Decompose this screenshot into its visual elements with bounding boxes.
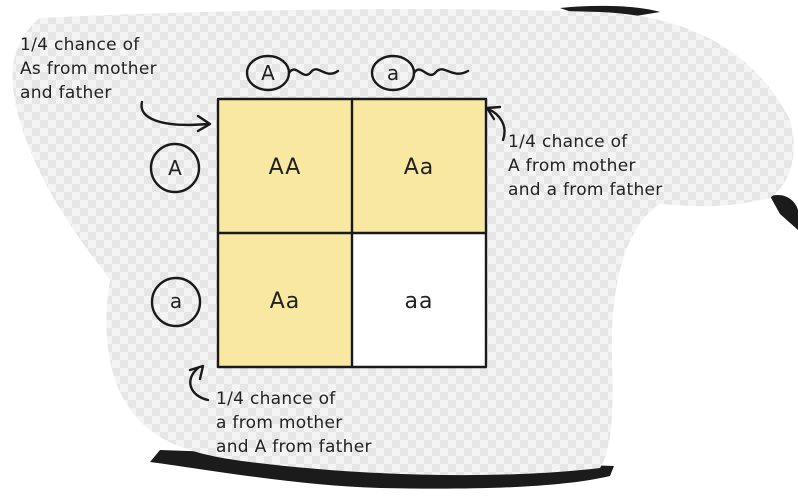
side-allele-label-a: a — [170, 289, 182, 313]
punnett-cell-Aa-bottom-left — [218, 233, 352, 367]
annotation-bottom-line-2: a from mother — [216, 413, 343, 433]
annotation-bottom-line-1: 1/4 chance of — [216, 389, 336, 409]
sperm-tail-icon — [412, 68, 470, 77]
arrow-head-icon — [196, 114, 212, 133]
annotation-top-left-line-2: As from mother — [20, 59, 157, 79]
arrow-icon — [189, 366, 210, 402]
annotation-right-line-3: and a from father — [508, 180, 663, 200]
arrow-head-icon — [188, 364, 205, 381]
punnett-cell-aa — [352, 233, 486, 367]
annotation-top-left-line-3: and father — [20, 83, 112, 103]
annotation-bottom-line-3: and A from father — [216, 437, 372, 457]
arrow-head-icon — [485, 105, 502, 121]
cell-label-AA: AA — [269, 155, 302, 180]
side-allele-circle-a — [150, 276, 202, 328]
side-allele-circle-A — [149, 142, 201, 194]
cell-label-Aa-top-right: Aa — [404, 155, 435, 180]
punnett-cell-Aa-top-right — [352, 99, 486, 233]
annotation-right-line-1: 1/4 chance of — [508, 132, 628, 152]
arrow-icon — [486, 107, 506, 142]
arrow-icon — [140, 100, 210, 126]
background-shadow-right — [770, 194, 798, 230]
cell-label-Aa-bottom-left: Aa — [270, 289, 301, 314]
top-allele-label-a: a — [387, 61, 399, 85]
top-allele-label-A: A — [261, 61, 275, 85]
punnett-cell-AA — [218, 99, 352, 233]
sperm-tail-icon — [287, 68, 340, 77]
cell-label-aa: aa — [405, 289, 434, 314]
annotation-top-left-line-1: 1/4 chance of — [20, 35, 140, 55]
side-allele-label-A: A — [168, 156, 182, 180]
annotation-right-line-2: A from mother — [508, 156, 636, 176]
